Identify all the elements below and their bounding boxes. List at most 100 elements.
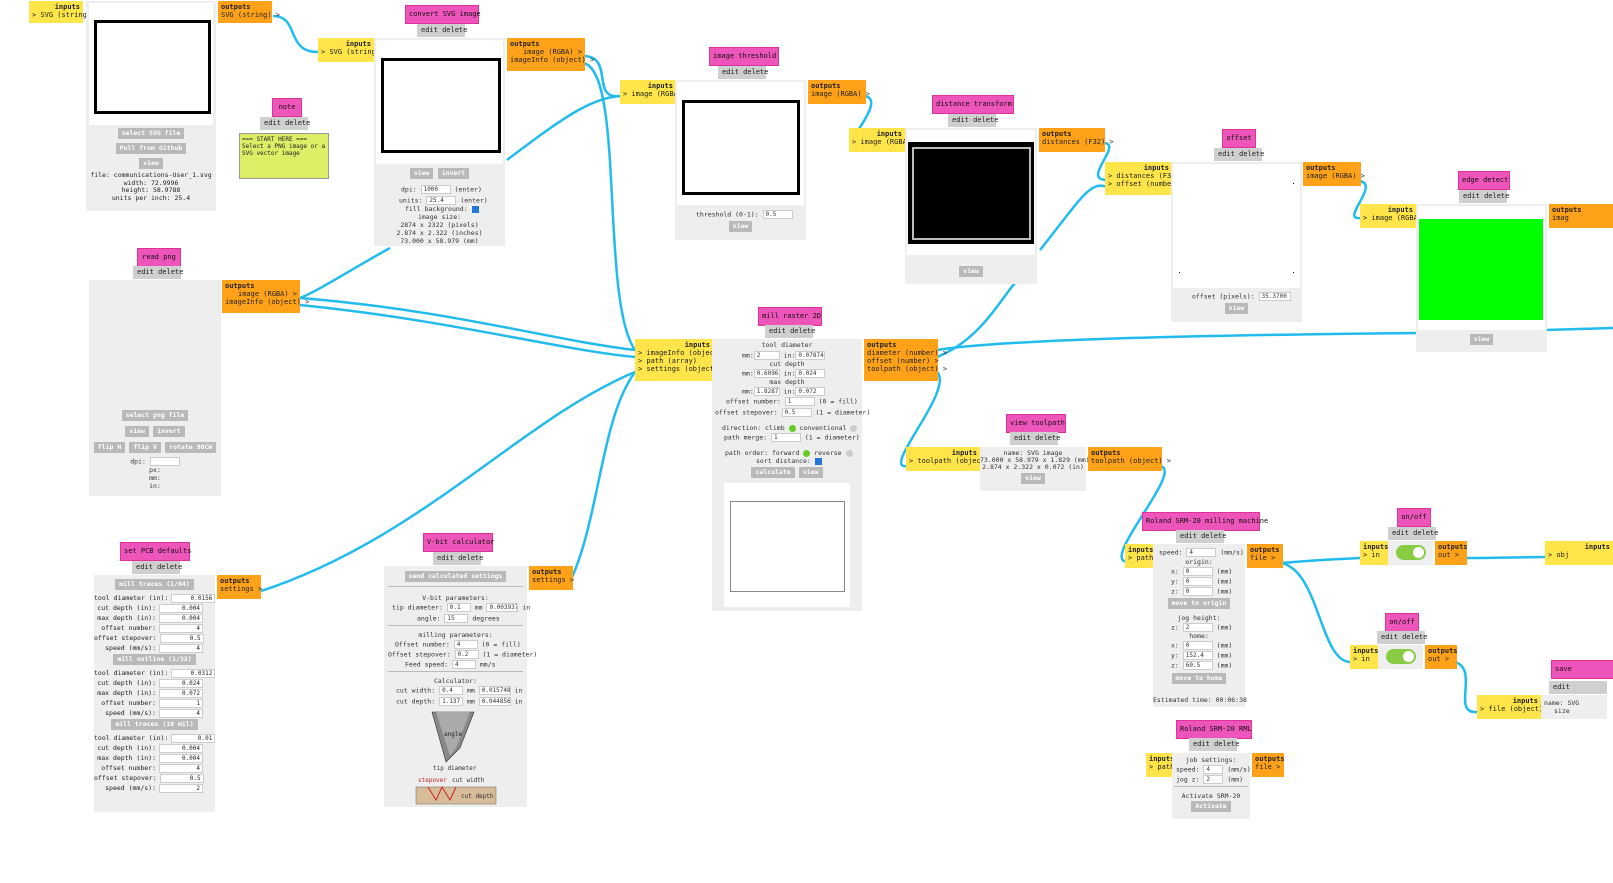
png-dpi-input[interactable] [149,457,180,466]
edge-inputs[interactable]: inputs > image (RGBA) [1360,204,1422,228]
view-toolpath-title[interactable]: view toolpath [1006,414,1066,433]
origin-z[interactable]: 0 [1182,587,1213,596]
distance-view-button[interactable]: view [959,266,983,277]
pcb-group-button[interactable]: mill outline (1/32) [113,654,196,665]
onoff1-outputs[interactable]: outputs out > [1435,541,1468,565]
tip-diameter-mm[interactable]: 0.1 [446,603,471,612]
pcb-setting-input[interactable]: 4 [159,623,203,633]
vbit-title[interactable]: V-bit calculator [423,533,494,552]
note-edit-delete[interactable]: edit delete [260,117,310,130]
select-png-button[interactable]: select png file [121,410,189,421]
vbit-offset-number[interactable]: 4 [453,640,478,649]
roland-rml-edit-delete[interactable]: edit delete [1189,738,1239,751]
note-text[interactable]: === START HERE === Select a PNG image or… [239,133,329,179]
angle-input[interactable]: 15 [444,614,469,623]
roland-rml-outputs[interactable]: outputs file > [1252,753,1285,777]
pcb-setting-input[interactable]: 0.024 [159,678,203,688]
rml-speed-input[interactable]: 4 [1203,765,1224,774]
path-merge-input[interactable]: 1 [770,433,801,442]
vbit-feed-speed[interactable]: 4 [451,660,476,669]
save-edit[interactable]: edit [1549,681,1607,694]
convert-svg-view-button[interactable]: view [409,168,434,179]
onoff1-edit-delete[interactable]: edit delete [1388,527,1438,540]
mill-title[interactable]: mill raster 2D [758,307,822,326]
cut-depth-mm[interactable]: 0.6096 [753,369,780,378]
cut-width-mm[interactable]: 0.4 [439,686,464,695]
pcb-setting-input[interactable]: 0.004 [159,743,203,753]
view-toolpath-view-button[interactable]: view [1021,473,1045,484]
distance-edit-delete[interactable]: edit delete [948,114,998,127]
rotate-button[interactable]: rotate 90CW [165,442,217,453]
pcb-setting-input[interactable]: 4 [159,708,203,718]
pcb-setting-input[interactable]: 0.5 [159,633,204,643]
offset-inputs[interactable]: inputs > distances (F32) > offset (numbe… [1105,162,1180,195]
offset-outputs[interactable]: outputs image (RGBA) > [1303,162,1365,186]
pcb-outputs[interactable]: outputs settings > [217,575,262,599]
convert-svg-title[interactable]: convert SVG image [405,5,481,24]
distance-outputs[interactable]: outputs distances (F32) > [1039,128,1114,152]
edge-title[interactable]: edge detect [1458,171,1510,190]
svg-source-inputs[interactable]: inputs > SVG (string) [29,1,91,23]
threshold-input[interactable]: 0.5 [762,210,793,219]
pcb-title[interactable]: set PCB defaults [120,542,191,561]
offset-view-button[interactable]: view [1224,303,1249,314]
pcb-setting-input[interactable]: 0.5 [159,773,204,783]
fill-background-checkbox[interactable] [471,205,479,213]
save-inputs[interactable]: inputs > file (object) [1477,695,1543,719]
sort-distance-checkbox[interactable] [814,457,822,465]
pcb-edit-delete[interactable]: edit delete [132,561,182,574]
flip-v-button[interactable]: flip V [129,442,161,453]
max-depth-mm[interactable]: 1.8287 [753,387,780,396]
move-home-button[interactable]: move to home [1171,673,1227,684]
climb-radio[interactable] [788,424,796,432]
pcb-setting-input[interactable]: 4 [159,763,203,773]
note-title[interactable]: note [272,98,302,117]
tip-diameter-in[interactable]: 0.003937 [486,603,519,612]
dpi-input[interactable]: 1000 [420,185,451,194]
svg-source-outputs[interactable]: outputs SVG (string) > [218,1,280,23]
threshold-outputs[interactable]: outputs image (RGBA) > [808,80,870,104]
view-toolpath-inputs[interactable]: inputs > toolpath (object) [906,447,989,471]
threshold-view-button[interactable]: view [728,221,753,232]
pcb-setting-input[interactable]: 0.004 [159,613,203,623]
mill-edit-delete[interactable]: edit delete [765,325,815,338]
right-obj-inputs[interactable]: inputs > obj [1545,541,1613,565]
convert-svg-edit-delete[interactable]: edit delete [417,24,467,37]
pcb-group-button[interactable]: mill traces (1/64) [115,579,194,590]
jog-z[interactable]: 2 [1182,623,1213,632]
home-z[interactable]: 60.5 [1182,661,1213,670]
view-toolpath-outputs[interactable]: outputs toolpath (object) > [1088,447,1171,471]
flip-h-button[interactable]: flip H [93,442,126,453]
pcb-setting-input[interactable]: 0.004 [159,603,203,613]
onoff2-inputs[interactable]: inputs > in [1350,645,1380,669]
convert-svg-inputs[interactable]: inputs > SVG (string) [318,38,380,62]
pcb-setting-input[interactable]: 0.072 [159,688,203,698]
cut-depth-in[interactable]: 0.024 [795,369,826,378]
cut-width-in[interactable]: 0.015748 [478,686,511,695]
edge-edit-delete[interactable]: edit delete [1459,190,1509,203]
onoff1-toggle[interactable] [1396,545,1426,560]
select-svg-button[interactable]: select SVG file [117,128,185,139]
pcb-setting-input[interactable]: 0.01 [171,733,216,743]
convert-svg-outputs[interactable]: outputs image (RGBA) > imageInfo (object… [507,38,594,71]
roland-title[interactable]: Roland SRM-20 milling machine [1142,512,1268,531]
vbit-edit-delete[interactable]: edit delete [433,552,483,565]
convert-svg-invert-button[interactable]: invert [437,168,470,179]
mill-outputs[interactable]: outputs diameter (number) > offset (numb… [864,339,947,381]
threshold-inputs[interactable]: inputs > image (RGBA) [620,80,682,104]
mill-view-button[interactable]: view [798,467,823,478]
roland-inputs[interactable]: inputs > path [1125,544,1155,568]
pcb-setting-input[interactable]: 2 [159,783,203,793]
vbit-cut-depth-mm[interactable]: 1.137 [439,697,464,706]
read-png-edit-delete[interactable]: edit delete [133,266,183,279]
view-toolpath-edit-delete[interactable]: edit delete [1010,432,1060,445]
vbit-cut-depth-in[interactable]: 0.044856 [478,697,511,706]
read-png-outputs[interactable]: outputs image (RGBA) > imageInfo (object… [222,280,309,313]
move-origin-button[interactable]: move to origin [1167,598,1231,609]
onoff2-title[interactable]: on/off [1385,613,1419,632]
svg-view-button[interactable]: view [139,158,163,169]
offset-pixels-input[interactable]: 35.3700 [1258,292,1291,301]
send-settings-button[interactable]: send calculated settings [404,571,507,582]
onoff1-inputs[interactable]: inputs > in [1360,541,1390,565]
vbit-offset-stepover[interactable]: 0.2 [454,650,479,659]
